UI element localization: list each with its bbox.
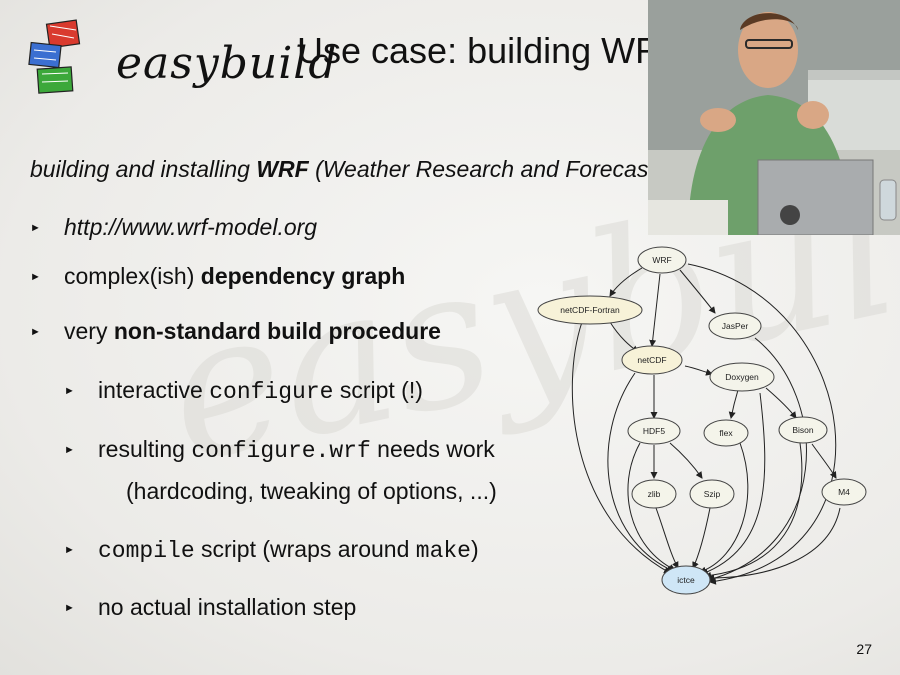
edge-nf-ictce [571, 321, 671, 574]
bullet-url-text: http://www.wrf-model.org [64, 214, 318, 240]
intro-prefix: building and installing [30, 156, 257, 182]
configure-code: configure [209, 379, 334, 405]
speaker-video [648, 0, 900, 235]
edge-flex-ictce [699, 442, 749, 574]
bullet-arrow-icon: ► [30, 326, 41, 338]
svg-text:Szip: Szip [704, 489, 721, 499]
svg-text:Bison: Bison [792, 425, 814, 435]
edge-hdf5-szip [669, 442, 703, 479]
bullet-dependency-bold: dependency graph [200, 263, 406, 289]
svg-text:zlib: zlib [648, 489, 661, 499]
slide-title: Use case: building WRF [297, 30, 684, 71]
edge-jasper-ictce [707, 337, 807, 582]
edge-doxygen-ictce [701, 392, 766, 576]
svg-text:M4: M4 [838, 487, 850, 497]
node-netcdf-fortran: netCDF-Fortran [537, 295, 643, 325]
edge-wrf-jasper [679, 269, 716, 314]
node-jasper: JasPer [708, 312, 762, 340]
edge-m4-ictce [707, 507, 841, 582]
subbullet-configure-wrf-detail: (hardcoding, tweaking of options, ...) [126, 478, 497, 504]
node-szip: Szip [689, 479, 735, 509]
easybuild-logo: easybuild [28, 18, 337, 98]
svg-text:ictce: ictce [677, 575, 695, 585]
intro-bold: WRF [256, 156, 309, 182]
subbullet-wrf-text: resulting [98, 436, 192, 462]
subbullet-configure-text: interactive [98, 377, 210, 403]
svg-text:JasPer: JasPer [722, 321, 749, 331]
bullet-arrow-icon: ► [30, 222, 41, 234]
edge-wrf-ictce [687, 263, 837, 585]
compile-code: compile [98, 538, 195, 564]
node-flex: flex [703, 419, 749, 447]
subbullet-compile-text: script (wraps around [194, 536, 416, 562]
subbullet-wrf-suffix: needs work [370, 436, 495, 462]
node-doxygen: Doxygen [709, 362, 775, 392]
bullet-dependency-text: complex(ish) [64, 263, 201, 289]
edge-wrf-netcdf [649, 273, 661, 347]
edge-netcdf-ictce [607, 372, 674, 572]
speaker-video-image [648, 0, 900, 235]
svg-text:WRF: WRF [652, 255, 671, 265]
subbullet-installation-text: no actual installation step [98, 594, 357, 620]
subbullet-arrow-icon: ► [64, 544, 75, 556]
svg-text:Doxygen: Doxygen [725, 372, 759, 382]
node-zlib: zlib [631, 479, 677, 509]
node-ictce: ictce [661, 565, 711, 595]
edge-zlib-ictce [655, 507, 679, 569]
node-wrf: WRF [637, 246, 687, 274]
dependency-graph: WRF netCDF-Fortran JasPer netCDF Doxygen… [537, 246, 867, 595]
svg-text:flex: flex [719, 428, 733, 438]
bullet-build-bold: non-standard build procedure [113, 318, 441, 344]
edge-netcdf-doxygen [684, 365, 713, 376]
edge-doxygen-flex [728, 389, 739, 419]
edge-nf-netcdf [609, 321, 639, 353]
subbullet-configure-suffix: script (!) [333, 377, 423, 403]
node-hdf5: HDF5 [627, 417, 681, 445]
node-m4: M4 [821, 478, 867, 506]
subbullet-arrow-icon: ► [64, 385, 75, 397]
configure-wrf-code: configure.wrf [191, 438, 371, 464]
node-bison: Bison [778, 416, 828, 444]
subbullet-arrow-icon: ► [64, 444, 75, 456]
edge-wrf-netcdffortran [609, 267, 643, 297]
edge-bison-m4 [811, 443, 837, 479]
edge-doxygen-bison [765, 387, 797, 419]
svg-text:netCDF-Fortran: netCDF-Fortran [560, 305, 620, 315]
edge-bison-ictce [704, 442, 803, 579]
svg-text:netCDF: netCDF [637, 355, 666, 365]
page-number: 27 [856, 641, 872, 657]
subbullet-arrow-icon: ► [64, 602, 75, 614]
make-code: make [415, 538, 471, 564]
svg-text:HDF5: HDF5 [643, 426, 665, 436]
subbullet-compile-suffix: ) [470, 536, 479, 562]
edge-szip-ictce [692, 507, 711, 569]
bullet-arrow-icon: ► [30, 271, 41, 283]
logo-text: easybuild [116, 38, 338, 89]
logo-blocks-icon [28, 19, 81, 94]
node-netcdf: netCDF [621, 345, 683, 375]
edge-hdf5-ictce [627, 442, 676, 571]
bullet-build-text: very [64, 318, 114, 344]
